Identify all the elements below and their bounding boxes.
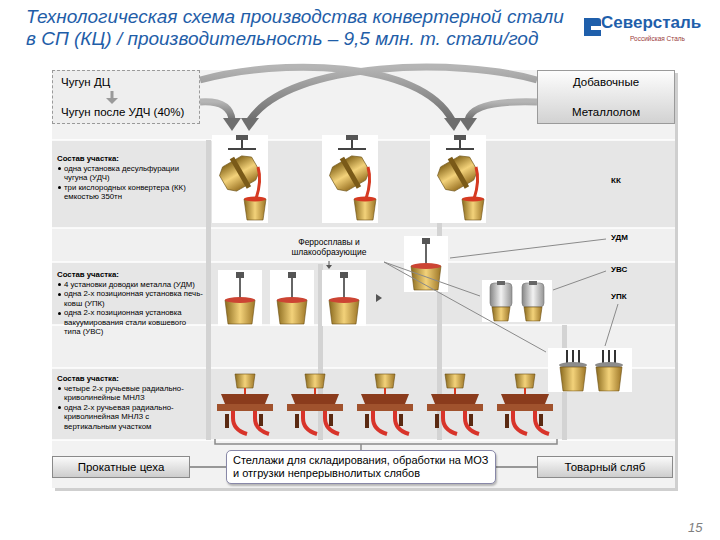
input-box: ДобавочныеМеталлолом [537,70,675,124]
leader-line [605,304,618,346]
arrow-head [459,118,477,131]
section-item: одна 2-х ручьевая радиально-криволинейна… [57,403,203,432]
box-fill [52,70,200,124]
arrow-head [223,118,241,131]
panel-row [52,228,675,262]
box-text: Металлолом [572,106,640,118]
storage-box: Стеллажи для складирования, обработки на… [226,450,496,484]
leader-line [384,262,480,296]
leader-line [553,271,606,290]
section-item: 4 установки доводки металла (УДМ) [57,280,203,290]
caster-image [217,374,273,434]
flow-arrow [111,91,114,99]
page-number: 15 [688,521,702,536]
connector-line [496,466,537,468]
equipment-label: УВС [611,265,627,274]
section-item: одна 2-х позиционная установка вакуумиро… [57,308,203,337]
section-heading: Состав участка: [57,374,203,384]
box-text: Стеллажи для складирования, обработки на… [233,454,489,480]
panel-row [52,70,675,140]
logo-symbol [584,18,601,36]
connector-line [190,466,226,468]
section-item: одна установка десульфурации чугуна (УДЧ… [57,164,203,183]
flow-marker [376,294,382,302]
feed-arrow [329,261,330,265]
arrow-head [106,98,118,104]
caster-image [497,374,553,434]
udm-image [322,270,366,326]
row-separator [52,227,675,229]
box-text: Добавочные [573,76,639,88]
flow-bar [206,140,211,440]
box-text: Чугун ДЦ [61,76,191,88]
caster-image [427,374,483,434]
row-separator [52,439,675,441]
panel-row [52,440,675,488]
logo-text: Северсталь [601,13,701,33]
section-item: три кислородных конвертера (КК) емкостью… [57,183,203,202]
udm-image [218,270,262,326]
caster-image [287,374,343,434]
input-box: Чугун ДЦ Чугун после УДЧ (40%) [52,70,200,124]
section-band: Состав участка:4 установки доводки метал… [52,228,675,368]
equipment-label: КК [611,176,621,185]
udm-image [404,236,448,292]
charge-arc [468,102,537,120]
slide-title: Технологическая схема производства конве… [26,6,574,51]
equipment-label: УДМ [611,233,628,242]
arrow-head [326,265,332,269]
caster-image [357,374,413,434]
section-item: четыре 2-х ручьевые радиально-криволиней… [57,384,203,403]
section-band: Состав участка:одна установка десульфура… [52,140,675,228]
leader-line [450,239,606,258]
converter-image [212,135,268,223]
section-band: Состав участка:четыре 2-х ручьевые радиа… [52,368,675,440]
uvs-image [482,280,552,322]
arrow-head [241,118,259,131]
section-heading: Состав участка: [57,154,203,164]
udm-image [270,270,314,326]
upk-image [548,348,632,392]
converter-image [322,135,378,223]
page-rule [20,500,700,501]
leader-lines [384,239,618,352]
arrow-head [444,118,462,131]
leader-line [384,262,546,352]
box-text: Прокатные цеха [78,461,165,473]
collect-bracket [215,439,557,450]
material-note: Ферросплавы и шлакообразующие [283,238,375,258]
section-heading: Состав участка: [57,270,203,280]
box-text: Товарный сляб [565,461,646,473]
output-box: Товарный сляб [537,456,673,478]
output-box: Прокатные цеха [52,456,190,478]
charge-arc [200,102,232,120]
section-item: одна 2-х позиционная установка печь-ковш… [57,289,203,308]
equipment-label: УПК [611,292,627,301]
logo-subtitle: Российская Сталь [630,35,685,42]
charge-arc [250,67,537,120]
charge-arrows [200,67,537,120]
row-separator [52,261,675,263]
converter-image [430,135,486,223]
box-text: Чугун после УДЧ (40%) [61,106,191,118]
